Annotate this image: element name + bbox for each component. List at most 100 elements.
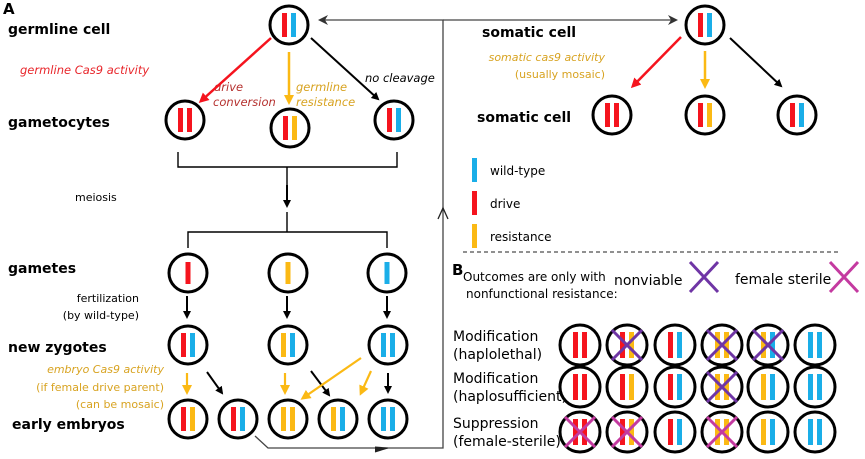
somatic-cas9-annotation: somatic cas9 activity bbox=[489, 51, 606, 64]
wild-type-allele bbox=[291, 13, 296, 37]
cell-membrane bbox=[558, 365, 602, 409]
nonviable-cross-icon bbox=[705, 370, 739, 404]
embryo-cell bbox=[367, 398, 409, 440]
embryo-cas9-annotation: embryo Cas9 activity bbox=[47, 363, 164, 376]
drive-allele bbox=[582, 332, 587, 358]
wild-type-allele bbox=[677, 374, 682, 400]
wild-type-allele bbox=[808, 332, 813, 358]
cell-membrane bbox=[367, 324, 409, 366]
gamete-cell bbox=[167, 252, 209, 294]
meiosis-bracket-bottom bbox=[187, 212, 388, 248]
resistance-allele bbox=[715, 419, 720, 445]
fertilization-label: fertilization bbox=[77, 292, 139, 305]
drive-allele bbox=[573, 419, 578, 445]
wild-type-allele bbox=[677, 332, 682, 358]
drive-allele bbox=[698, 13, 703, 37]
drive-allele bbox=[181, 333, 186, 357]
nonviable-cross-icon bbox=[688, 260, 720, 294]
upward-arrowhead bbox=[437, 206, 449, 220]
feedback-line-to-germline bbox=[254, 15, 444, 449]
panel-a-label: A bbox=[3, 0, 15, 18]
cell-membrane bbox=[776, 94, 818, 136]
resistance-allele bbox=[715, 332, 720, 358]
resistance-allele bbox=[724, 332, 729, 358]
embryo-cell bbox=[267, 398, 309, 440]
drive-allele bbox=[582, 374, 587, 400]
nonviable-legend-label: nonviable bbox=[614, 273, 682, 289]
drive-allele bbox=[605, 103, 610, 127]
outcome-row-sublabel: (haplolethal) bbox=[453, 347, 542, 363]
germline-resistance-annotation: germline bbox=[296, 80, 347, 94]
drive-allele bbox=[668, 374, 673, 400]
drive-conversion-annotation-2: conversion bbox=[213, 95, 276, 109]
drive-allele bbox=[283, 116, 288, 140]
resistance-allele bbox=[292, 116, 297, 140]
drive-allele bbox=[178, 108, 183, 132]
outcome-rows: Modification (haplolethal) Modification(ha… bbox=[453, 323, 837, 454]
resistance-allele bbox=[629, 419, 634, 445]
outcome-row: Suppression(female-sterile) bbox=[453, 410, 837, 454]
cell-membrane bbox=[746, 365, 790, 409]
resistance-allele bbox=[761, 419, 766, 445]
wild-type-allele bbox=[770, 374, 775, 400]
meiosis-bracket-top bbox=[177, 152, 398, 185]
embryo-cas9-mosaic: (can be mosaic) bbox=[76, 398, 164, 411]
cell-membrane bbox=[653, 365, 697, 409]
embryo-cas9-condition: (if female drive parent) bbox=[36, 381, 164, 394]
somatic-child-cell bbox=[776, 94, 818, 136]
cell-membrane bbox=[793, 365, 837, 409]
resistance-allele bbox=[724, 374, 729, 400]
germline-resistance-annotation-2: resistance bbox=[296, 95, 355, 109]
gametocyte-cell bbox=[269, 107, 311, 149]
outcome-row-label: Suppression bbox=[453, 416, 539, 432]
drive-legend-swatch bbox=[472, 191, 477, 215]
nonviable-cross-icon bbox=[705, 328, 739, 362]
resistance-allele bbox=[290, 407, 295, 431]
no-cleavage-arrow bbox=[310, 37, 380, 101]
wild-type-allele bbox=[240, 407, 245, 431]
wild-type-allele bbox=[817, 419, 822, 445]
sterile-cross-icon bbox=[705, 415, 739, 449]
cell-membrane bbox=[684, 4, 726, 46]
zygote-cell bbox=[367, 324, 409, 366]
embryo-cell bbox=[167, 398, 209, 440]
drive-allele bbox=[582, 419, 587, 445]
no-cleavage-embryo-arrow-2 bbox=[310, 370, 331, 397]
sterile-legend-label: female sterile bbox=[735, 272, 831, 288]
somatic-cas9-mosaic: (usually mosaic) bbox=[515, 68, 605, 81]
panel-b-label: B bbox=[452, 261, 463, 279]
cells-layer bbox=[164, 4, 818, 440]
embryo-cas9-arrow-4 bbox=[359, 370, 373, 396]
drive-allele bbox=[573, 332, 578, 358]
cell-membrane bbox=[793, 410, 837, 454]
outcome-row: Modification(haplosufficient) bbox=[453, 365, 837, 409]
cell-membrane bbox=[653, 410, 697, 454]
drive-allele bbox=[282, 13, 287, 37]
outcome-genotype-cell bbox=[793, 365, 837, 409]
drive-allele bbox=[698, 103, 703, 127]
meiosis-label: meiosis bbox=[75, 191, 117, 204]
embryo-cell bbox=[317, 398, 359, 440]
sterile-cross-icon bbox=[828, 260, 860, 294]
outcome-row-label: Modification bbox=[453, 371, 538, 387]
wild-type-allele bbox=[817, 332, 822, 358]
cell-membrane bbox=[269, 107, 311, 149]
somatic-parent-cell bbox=[684, 4, 726, 46]
panel-b-intro-2: nonfunctional resistance: bbox=[466, 287, 618, 301]
somatic-child-cell bbox=[591, 94, 633, 136]
wild-type-allele bbox=[677, 419, 682, 445]
wild-type-allele bbox=[390, 333, 395, 357]
outcome-genotype-cell bbox=[793, 410, 837, 454]
outcome-genotype-cell bbox=[605, 365, 649, 409]
resistance-allele bbox=[761, 374, 766, 400]
wild-type-allele bbox=[290, 333, 295, 357]
drive-allele bbox=[231, 407, 236, 431]
nonviable-cross-icon bbox=[751, 328, 785, 362]
outcome-genotype-cell bbox=[558, 365, 602, 409]
zygote-cell bbox=[167, 324, 209, 366]
rightward-arrowhead bbox=[374, 446, 389, 453]
resistance-allele bbox=[331, 407, 336, 431]
wild-type-allele bbox=[384, 262, 390, 284]
